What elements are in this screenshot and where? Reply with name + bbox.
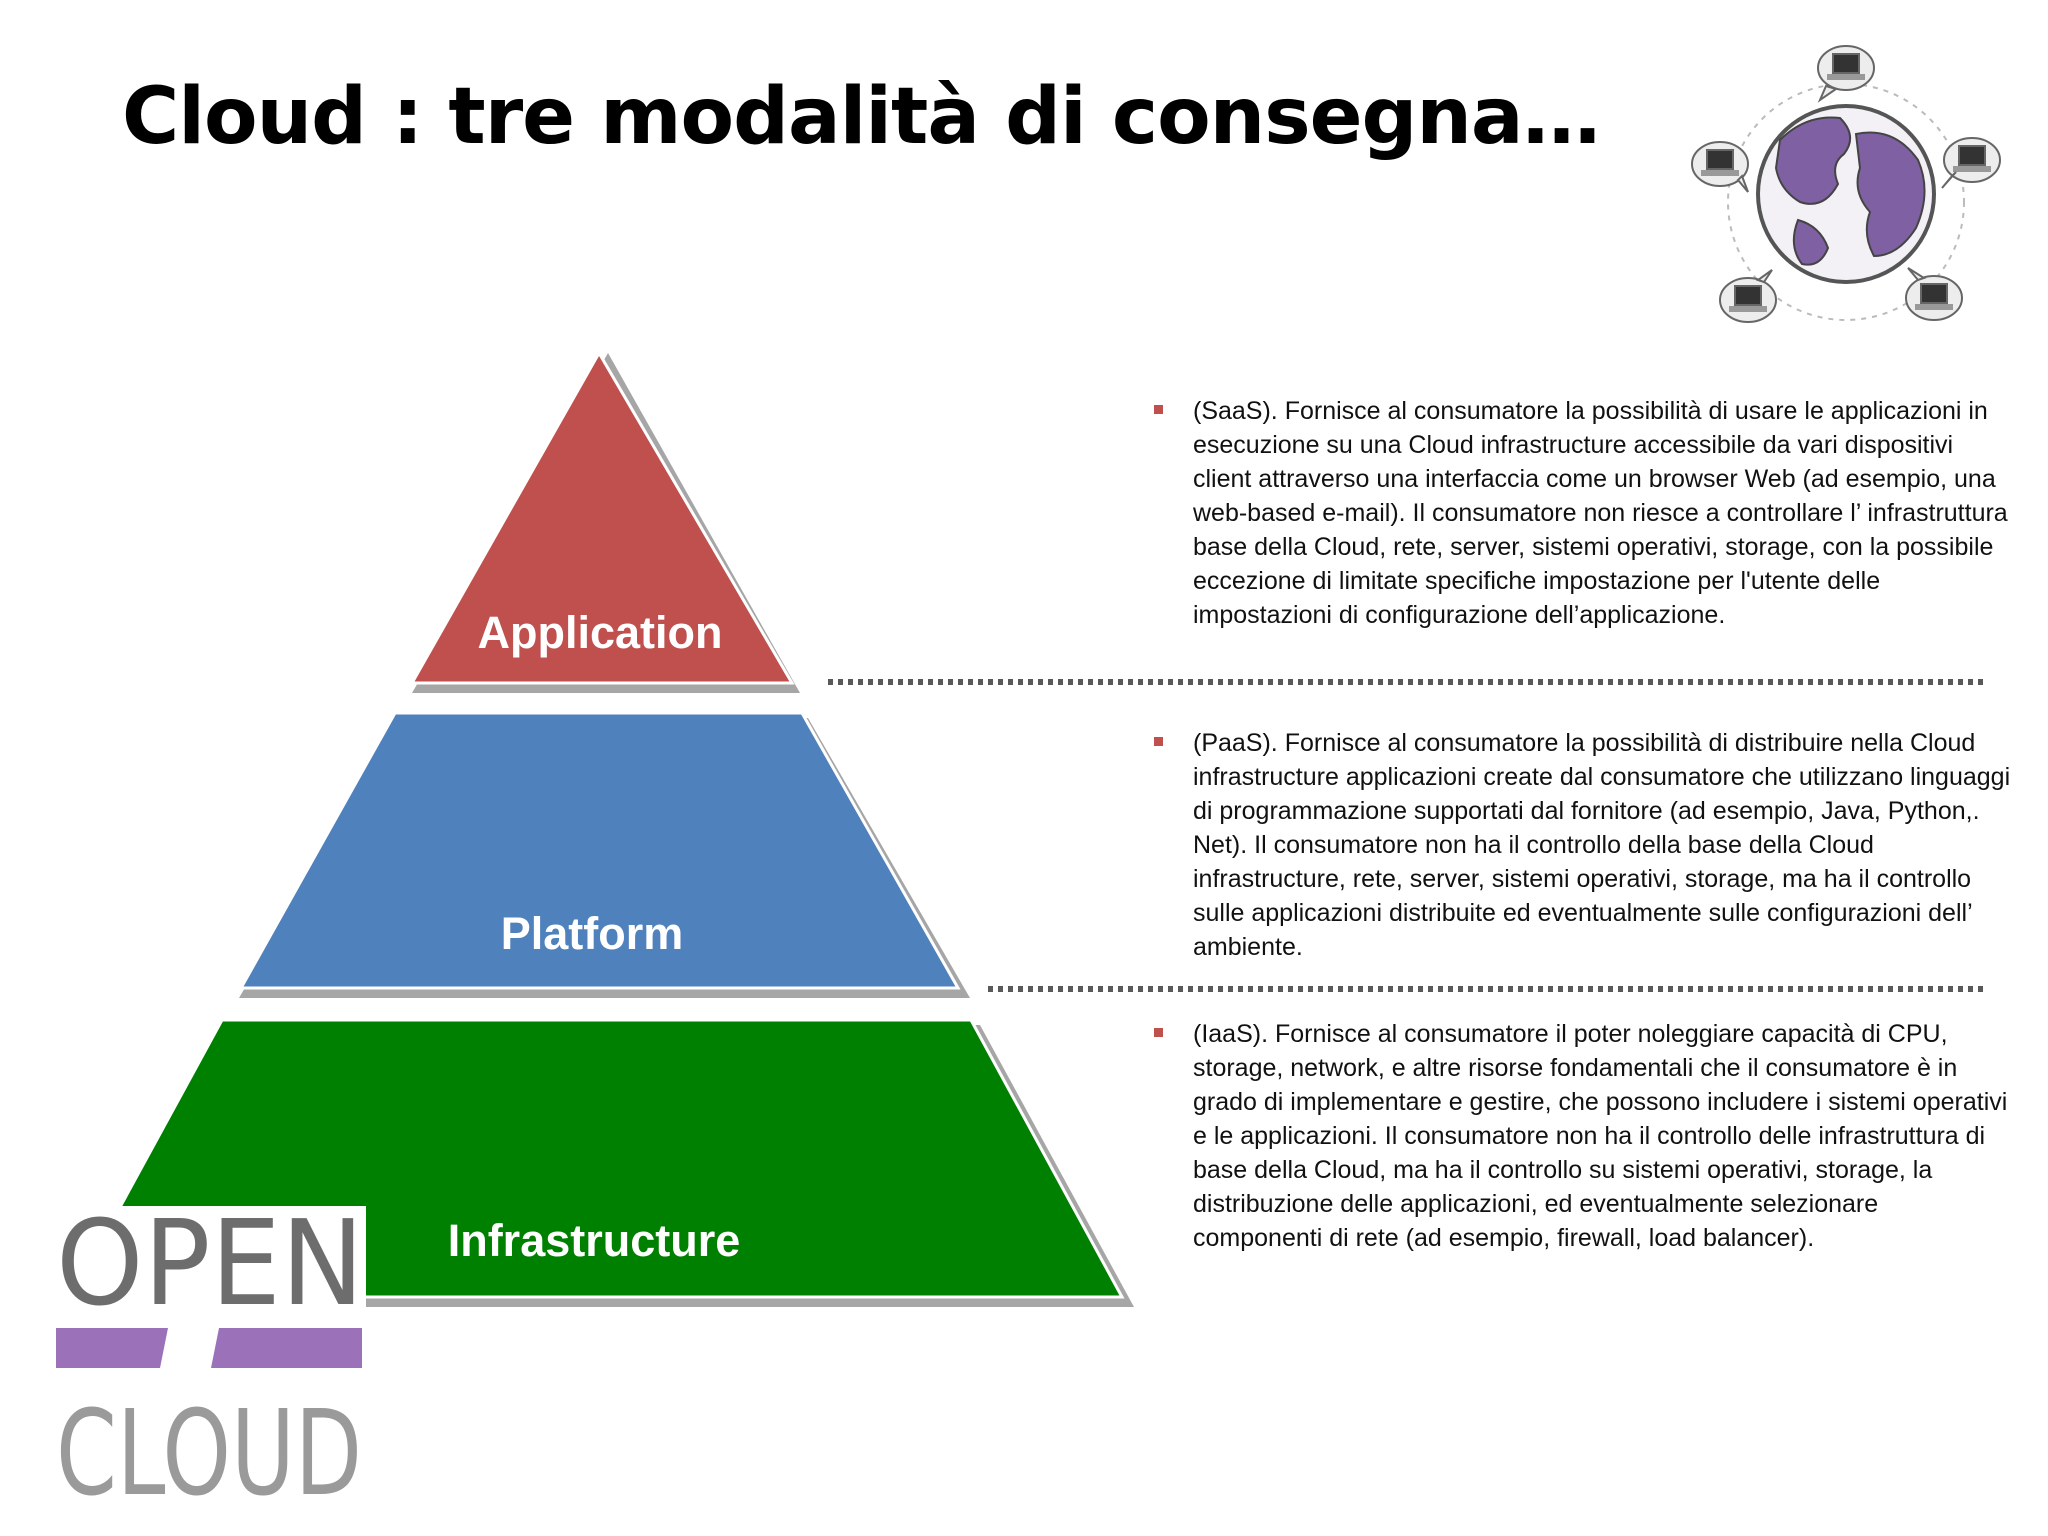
bullet-marker (1154, 405, 1163, 414)
platform-tier (238, 711, 961, 990)
logo-bar-left (56, 1328, 168, 1368)
logo-line-cloud: CLOUD (56, 1384, 362, 1506)
infrastructure-tier-label: Infrastructure (448, 1215, 741, 1266)
saas-description-text: (SaaS). Fornisce al consumatore la possi… (1193, 397, 2008, 629)
logo-bar-right (211, 1328, 362, 1368)
bullet-marker (1154, 1028, 1163, 1037)
globe-with-laptops-icon (1691, 45, 2001, 323)
slide-title: Cloud : tre modalità di consegna… (122, 72, 1601, 162)
laptop-icon (1941, 137, 2001, 189)
open-cloud-logo: OPEN CLOUD (56, 1206, 366, 1506)
platform-tier-label: Platform (501, 908, 684, 959)
application-tier (409, 349, 795, 685)
paas-description-text: (PaaS). Fornisce al consumatore la possi… (1193, 729, 2011, 961)
application-tier-label: Application (478, 607, 723, 658)
laptop-icon (1817, 45, 1875, 103)
laptop-icon (1691, 141, 1749, 193)
iaas-description-text: (IaaS). Fornisce al consumatore il poter… (1193, 1020, 2008, 1252)
bullet-marker (1154, 737, 1163, 746)
laptop-icon (1719, 269, 1777, 323)
logo-line-open: OPEN (56, 1206, 364, 1332)
laptop-icon (1905, 267, 1963, 321)
